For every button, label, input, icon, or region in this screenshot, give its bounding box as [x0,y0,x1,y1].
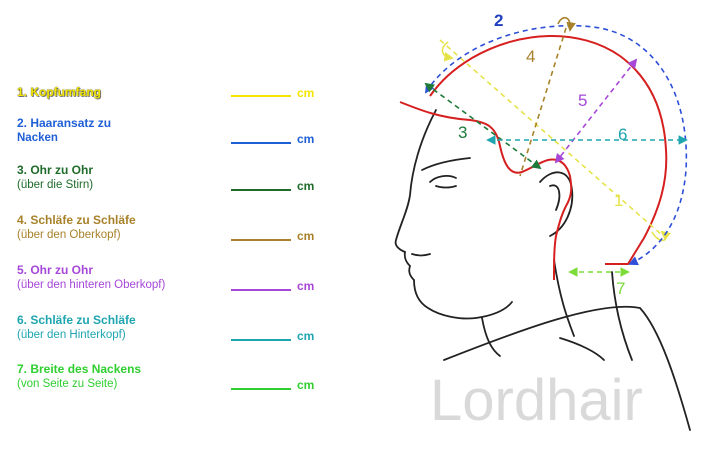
unit-label: cm [297,279,315,293]
measurement-title: 6. Schläfe zu Schläfe [17,313,136,327]
measurement-row-5: 5. Ohr zu Ohr (über den hinteren Oberkop… [17,263,327,299]
input-line[interactable] [231,239,291,241]
measurement-line-2 [424,24,688,266]
input-line[interactable] [231,189,291,191]
measurement-line-3 [424,82,542,170]
label-number-3: 3 [458,123,467,142]
label-number-1: 1 [614,191,623,210]
unit-label: cm [297,179,315,193]
measurement-title: 4. Schläfe zu Schläfe [17,213,136,227]
measurement-subtitle: (über den hinteren Oberkopf) [17,279,166,291]
measurement-arrow-1b [651,230,671,242]
measurement-row-4: 4. Schläfe zu Schläfe (über den Oberkopf… [17,213,327,249]
input-line[interactable] [231,339,291,341]
measurement-subtitle: (über die Stirn) [17,179,94,191]
input-line[interactable] [231,142,291,144]
measurement-title: 2. Haaransatz zu [17,116,112,130]
input-line[interactable] [231,95,291,97]
unit-label: cm [297,229,315,243]
hairline-outline [399,35,668,281]
measurement-title: 5. Ohr zu Ohr [17,263,94,277]
label-number-2: 2 [494,11,503,30]
label-number-4: 4 [526,47,535,66]
input-line[interactable] [231,388,291,390]
label-number-5: 5 [578,91,587,110]
measurement-row-7: 7. Breite des Nackens (von Seite zu Seit… [17,362,327,398]
head-illustration: Lordhair 2 4 5 3 6 1 7 [394,11,691,433]
measurement-row-6: 6. Schläfe zu Schläfe (über den Hinterko… [17,313,327,349]
measurement-row-1: 1. Kopfumfang cm [17,85,327,121]
measurement-title: 3. Ohr zu Ohr [17,163,94,177]
label-number-6: 6 [618,125,627,144]
measurement-line-4 [519,27,567,177]
watermark-logo: Lordhair [430,368,643,433]
measurement-row-2: 2. Haaransatz zu Nacken cm [17,116,327,152]
measurement-subtitle: (über den Hinterkopf) [17,329,126,341]
measurement-subtitle: (über den Oberkopf) [17,229,121,241]
measurement-title: 1. Kopfumfang [17,85,101,99]
measurement-arrow-1a [441,41,454,62]
measurement-row-3: 3. Ohr zu Ohr (über die Stirn) cm [17,163,327,199]
unit-label: cm [297,329,315,343]
measurement-subtitle: (von Seite zu Seite) [17,378,118,390]
unit-label: cm [297,132,315,146]
measurement-subtitle: Nacken [17,132,58,144]
measurement-line-5 [554,58,638,164]
label-number-7: 7 [616,279,625,298]
unit-label: cm [297,86,315,100]
input-line[interactable] [231,289,291,291]
measurement-arrow-4 [557,17,576,32]
measurement-title: 7. Breite des Nackens [17,362,142,376]
unit-label: cm [297,378,315,392]
